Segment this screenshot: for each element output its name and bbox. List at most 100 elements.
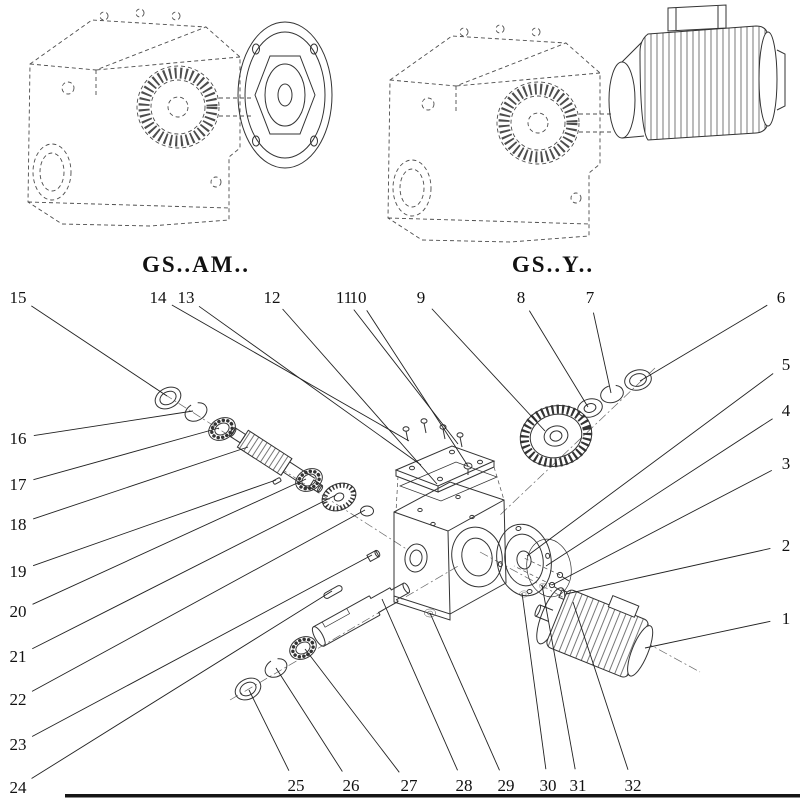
callout-number-25: 25 (288, 776, 305, 795)
leader-lines (31, 304, 774, 779)
leader-line-3 (551, 469, 773, 586)
leader-line-31 (541, 584, 576, 770)
plug (366, 549, 381, 563)
callout-number-5: 5 (782, 355, 791, 374)
oil-seal (150, 382, 186, 414)
helical-gear (519, 404, 593, 468)
leader-line-30 (521, 592, 547, 770)
leader-line-28 (381, 598, 458, 771)
leader-line-24 (31, 590, 333, 779)
o-ring (360, 505, 374, 517)
leader-line-11 (353, 309, 459, 445)
leader-line-23 (31, 554, 373, 737)
callout-number-30: 30 (540, 776, 557, 795)
leader-line-27 (304, 648, 400, 773)
leader-line-25 (248, 689, 290, 771)
leader-line-9 (431, 308, 546, 432)
callout-number-7: 7 (586, 288, 595, 307)
leader-line-5 (526, 373, 774, 557)
leader-line-19 (32, 479, 277, 567)
callout-number-20: 20 (10, 602, 27, 621)
leader-line-20 (32, 478, 307, 605)
callout-number-1: 1 (782, 609, 791, 628)
cover-screws (402, 418, 464, 448)
bolt-guide-lines (513, 556, 561, 586)
leader-line-16 (33, 410, 194, 437)
axis-gear (499, 367, 656, 516)
leader-line-22 (31, 509, 366, 692)
callout-number-12: 12 (264, 288, 281, 307)
circlip (598, 382, 626, 406)
callout-number-9: 9 (417, 288, 426, 307)
callout-number-21: 21 (10, 647, 27, 666)
gearbox-am-view (28, 9, 333, 226)
page-bottom-rule (65, 794, 800, 798)
exploded-view: 1234567891011121314151617181920212223242… (10, 288, 791, 797)
callout-number-28: 28 (456, 776, 473, 795)
axis-output (229, 564, 461, 701)
washer (575, 395, 605, 421)
vent-plug (463, 462, 473, 475)
pin (272, 477, 282, 485)
leader-line-32 (572, 601, 629, 770)
callout-number-15: 15 (10, 288, 27, 307)
callout-number-3: 3 (782, 454, 791, 473)
leader-line-17 (33, 427, 220, 481)
variant-label-y: GS..Y.. (512, 252, 594, 277)
callout-number-4: 4 (782, 401, 791, 420)
output-flange-drawing (237, 21, 333, 169)
callout-number-23: 23 (10, 735, 27, 754)
oil-seal (230, 673, 266, 705)
callout-number-10: 10 (350, 288, 367, 307)
shaft-key (323, 585, 343, 599)
callout-number-31: 31 (570, 776, 587, 795)
gear-housing (393, 481, 507, 621)
bearing (203, 411, 241, 447)
callout-number-24: 24 (10, 778, 28, 797)
bearing (283, 630, 323, 666)
gasket-ring (526, 538, 572, 598)
variant-label-am: GS..AM.. (142, 252, 250, 277)
leader-line-7 (592, 312, 612, 394)
callout-number-8: 8 (517, 288, 526, 307)
callout-number-16: 16 (10, 429, 27, 448)
callout-number-14: 14 (150, 288, 168, 307)
callout-number-26: 26 (343, 776, 360, 795)
leader-line-1 (644, 620, 771, 649)
gearbox-housing-phantom (28, 9, 252, 226)
leader-line-13 (198, 305, 422, 466)
output-shaft (311, 582, 411, 647)
callout-number-27: 27 (401, 776, 419, 795)
leader-line-12 (282, 308, 438, 485)
callout-number-22: 22 (10, 690, 27, 709)
worm-shaft (229, 427, 324, 493)
motor-drawing (608, 4, 786, 141)
callout-number-29: 29 (498, 776, 515, 795)
callout-number-11: 11 (336, 288, 352, 307)
leader-line-21 (32, 494, 337, 650)
leader-line-10 (366, 310, 469, 467)
leader-line-6 (639, 304, 768, 382)
oil-seal (621, 366, 655, 394)
leader-line-18 (33, 446, 249, 520)
callout-number-32: 32 (625, 776, 642, 795)
callout-number-13: 13 (178, 288, 195, 307)
leader-line-15 (31, 305, 168, 397)
leader-line-2 (565, 548, 771, 595)
leader-line-29 (429, 612, 500, 771)
gearbox-y-view (388, 4, 786, 242)
leader-line-26 (275, 667, 343, 772)
callout-number-2: 2 (782, 536, 791, 555)
gearbox-housing-phantom (388, 25, 612, 242)
leader-line-8 (528, 310, 589, 408)
callout-number-18: 18 (10, 515, 27, 534)
leader-line-4 (545, 418, 773, 567)
leader-line-14 (171, 304, 410, 442)
assembly-guide-lines (395, 466, 505, 513)
worm-wheel (321, 482, 357, 512)
callout-number-17: 17 (10, 475, 28, 494)
callout-number-6: 6 (777, 288, 786, 307)
